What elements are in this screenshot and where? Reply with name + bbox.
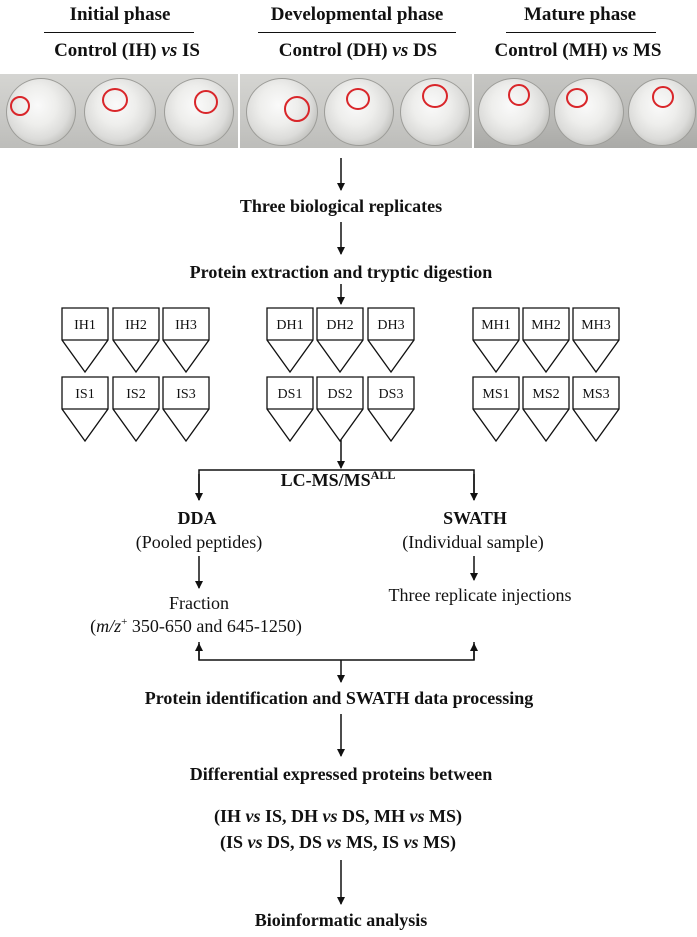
sample-tube-mh1: MH1 xyxy=(472,307,520,374)
sample-tube-ih1: IH1 xyxy=(61,307,109,374)
sample-tube-label: MS2 xyxy=(532,387,559,402)
sample-tube-ms3: MS3 xyxy=(572,376,620,443)
dda-mz-range: (m/z+ 350-650 and 645-1250) xyxy=(90,616,302,636)
sample-tube-label: MH3 xyxy=(581,318,611,333)
sample-tube-label: DH1 xyxy=(276,318,303,333)
dda-subtitle: (Pooled peptides) xyxy=(135,532,263,552)
photo-initial-phase xyxy=(0,74,238,148)
mold-circle xyxy=(10,96,30,116)
mold-circle xyxy=(566,88,588,108)
sample-tube-label: MH2 xyxy=(531,318,561,333)
sample-tube-label: IH2 xyxy=(125,318,147,333)
sample-tube-is1: IS1 xyxy=(61,376,109,443)
phase-title-initial: Initial phase xyxy=(69,4,171,25)
step-protein-extraction: Protein extraction and tryptic digestion xyxy=(189,262,493,282)
step-bioinformatic-analysis: Bioinformatic analysis xyxy=(254,910,428,930)
sample-tube-label: DH3 xyxy=(377,318,404,333)
phase-title-mature: Mature phase xyxy=(523,4,637,25)
phase-comparison-developmental: Control (DH) vs DS xyxy=(278,40,438,61)
phase-rule-initial xyxy=(44,32,194,33)
sample-tube-ih3: IH3 xyxy=(162,307,210,374)
sample-tube-label: DS3 xyxy=(379,387,404,402)
phase-rule-mature xyxy=(506,32,656,33)
sample-tube-label: DS2 xyxy=(328,387,353,402)
sample-tube-is3: IS3 xyxy=(162,376,210,443)
petri-dish xyxy=(554,78,624,146)
photo-mature-phase xyxy=(474,74,697,148)
mold-circle xyxy=(284,96,310,122)
sample-tube-label: DS1 xyxy=(278,387,303,402)
sample-tube-ms2: MS2 xyxy=(522,376,570,443)
sample-tube-label: IH3 xyxy=(175,318,197,333)
sample-tube-label: IS2 xyxy=(126,387,145,402)
swath-subtitle: (Individual sample) xyxy=(402,532,544,552)
phase-comparison-mature: Control (MH) vs MS xyxy=(494,40,662,61)
mold-circle xyxy=(422,84,448,108)
sample-tube-dh2: DH2 xyxy=(316,307,364,374)
sample-tube-is2: IS2 xyxy=(112,376,160,443)
step-biological-replicates: Three biological replicates xyxy=(239,196,443,216)
mold-circle xyxy=(346,88,370,110)
swath-injections: Three replicate injections xyxy=(388,585,572,605)
mold-circle xyxy=(194,90,218,114)
sample-tube-ds3: DS3 xyxy=(367,376,415,443)
dda-title: DDA xyxy=(177,508,217,528)
sample-tube-ds2: DS2 xyxy=(316,376,364,443)
sample-tube-mh2: MH2 xyxy=(522,307,570,374)
phase-rule-developmental xyxy=(258,32,456,33)
mold-circle xyxy=(102,88,128,112)
swath-title: SWATH xyxy=(443,508,507,528)
phase-comparison-initial: Control (IH) vs IS xyxy=(54,40,200,61)
step-differential-proteins: Differential expressed proteins between xyxy=(189,764,493,784)
sample-tube-ms1: MS1 xyxy=(472,376,520,443)
phase-title-developmental: Developmental phase xyxy=(270,4,444,25)
sample-tube-label: IS3 xyxy=(176,387,195,402)
step-protein-identification: Protein identification and SWATH data pr… xyxy=(144,688,534,708)
merge-line xyxy=(198,642,475,661)
dda-fraction: Fraction xyxy=(169,593,229,613)
sample-tube-ih2: IH2 xyxy=(112,307,160,374)
sample-tube-mh3: MH3 xyxy=(572,307,620,374)
sample-tube-dh1: DH1 xyxy=(266,307,314,374)
mold-circle xyxy=(652,86,674,108)
sample-tube-label: MS1 xyxy=(482,387,509,402)
comparisons-line-2: (IS vs DS, DS vs MS, IS vs MS) xyxy=(219,832,457,852)
sample-tube-label: MS3 xyxy=(582,387,609,402)
step-lcms: LC-MS/MSALL xyxy=(280,468,396,490)
sample-tube-dh3: DH3 xyxy=(367,307,415,374)
sample-tube-label: IH1 xyxy=(74,318,96,333)
sample-tube-ds1: DS1 xyxy=(266,376,314,443)
mold-circle xyxy=(508,84,530,106)
comparisons-line-1: (IH vs IS, DH vs DS, MH vs MS) xyxy=(213,806,463,826)
sample-tube-label: MH1 xyxy=(481,318,511,333)
sample-tube-label: IS1 xyxy=(75,387,94,402)
photo-developmental-phase xyxy=(240,74,472,148)
sample-tube-label: DH2 xyxy=(326,318,353,333)
